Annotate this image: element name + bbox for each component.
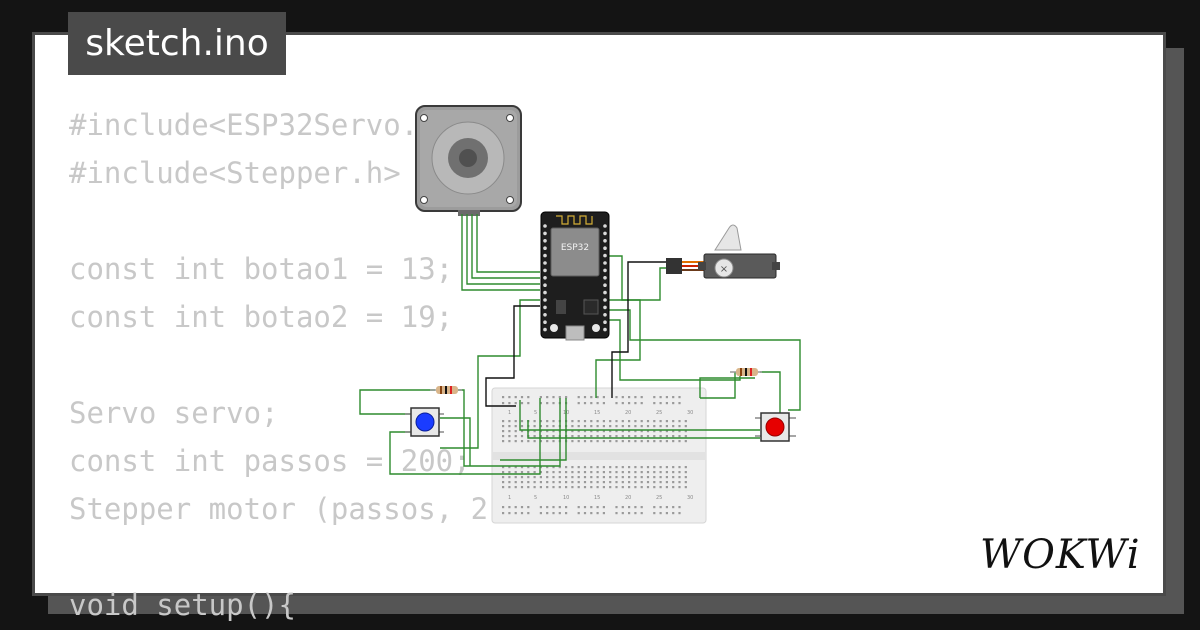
breadboard-number: 15 [594,495,600,501]
breadboard-number: 30 [687,410,693,416]
wokwi-logo: WOKWi [980,532,1141,578]
breadboard-number: 10 [563,495,569,501]
file-tab[interactable]: sketch.ino [68,12,286,75]
breadboard-number: 20 [625,410,631,416]
code-line: #include<Stepper.h> [69,156,401,190]
red-pushbutton[interactable] [755,412,796,442]
breadboard-number: 25 [656,495,662,501]
blue-pushbutton[interactable] [405,407,444,437]
breadboard-number: 15 [594,410,600,416]
esp32-label: ESP32 [561,243,589,253]
code-line: const int botao2 = 19; [69,300,454,334]
wokwi-logo-text: WOKWi [980,532,1141,578]
resistor-left [430,386,462,394]
code-line: const int botao1 = 13; [69,252,454,286]
breadboard: 1 5 10 15 20 25 30 1 5 10 15 20 25 30 [491,387,707,524]
servo-hub-icon: × [720,264,728,275]
code-line: const int passos = 200; [69,444,471,478]
breadboard-number: 5 [534,495,537,501]
code-line: void setup(){ [69,588,296,622]
breadboard-number: 1 [508,410,511,416]
breadboard-number: 5 [534,410,537,416]
code-line: #include<ESP32Servo.h> [69,108,454,142]
stepper-motor[interactable] [415,105,522,216]
code-line: Servo servo; [69,396,279,430]
breadboard-number: 1 [508,495,511,501]
esp32-board[interactable]: ESP32 [540,211,610,341]
wires [359,214,801,475]
resistor-right [730,368,762,376]
black-wires [485,261,670,407]
breadboard-number: 25 [656,410,662,416]
breadboard-number: 20 [625,495,631,501]
servo-motor[interactable]: × [666,224,780,279]
breadboard-number: 30 [687,495,693,501]
